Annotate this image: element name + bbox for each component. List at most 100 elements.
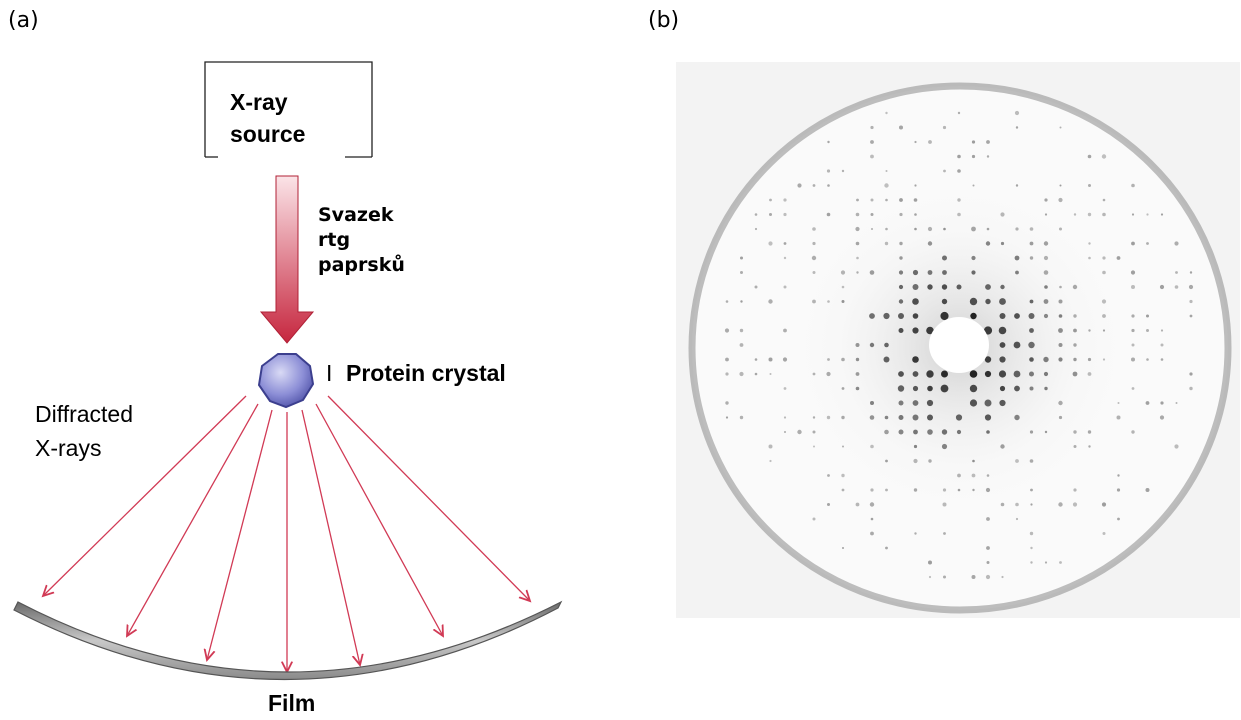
diffraction-spot bbox=[783, 387, 787, 390]
diffraction-spot bbox=[1131, 430, 1135, 434]
diffraction-spot bbox=[957, 488, 961, 492]
diffraction-spot bbox=[783, 256, 787, 260]
diffraction-spot bbox=[899, 212, 903, 217]
diffraction-spot bbox=[914, 184, 917, 187]
diffraction-spot bbox=[1030, 546, 1033, 550]
diffraction-spot bbox=[1131, 285, 1135, 289]
diffraction-spot bbox=[797, 183, 802, 188]
diffraction-spot bbox=[913, 444, 918, 449]
diffraction-spot bbox=[1029, 531, 1034, 536]
diffraction-spot bbox=[1029, 386, 1034, 391]
diffraction-spot bbox=[969, 370, 978, 378]
diffraction-spot bbox=[1014, 385, 1020, 392]
diffraction-spot bbox=[1160, 401, 1164, 405]
diffraction-spot bbox=[942, 125, 947, 130]
diffraction-spot bbox=[1146, 213, 1149, 216]
diffraction-spot bbox=[971, 140, 976, 144]
film-strip bbox=[13, 600, 563, 681]
diffraction-spot bbox=[1174, 444, 1179, 449]
diffraction-spot bbox=[1043, 270, 1049, 275]
diffraction-spot bbox=[971, 255, 976, 261]
diffraction-spot bbox=[972, 459, 975, 463]
diffraction-spot bbox=[1043, 241, 1049, 246]
diffraction-spot bbox=[1072, 371, 1078, 377]
diffraction-spot bbox=[1073, 328, 1077, 333]
diffraction-spot bbox=[812, 517, 816, 521]
diffraction-spot bbox=[1029, 299, 1034, 304]
diffraction-spot bbox=[1159, 415, 1165, 420]
diffraction-spot bbox=[913, 458, 918, 464]
diffraction-spot bbox=[783, 285, 787, 289]
diffraction-spot bbox=[885, 170, 888, 172]
diffraction-spot bbox=[1146, 242, 1149, 245]
diffraction-pattern-image bbox=[676, 62, 1240, 618]
diffraction-spot bbox=[1073, 213, 1077, 216]
diffraction-spot bbox=[1102, 358, 1106, 361]
incident-beam-arrow bbox=[259, 175, 315, 344]
diffraction-spot bbox=[899, 256, 903, 260]
diffraction-spot bbox=[999, 385, 1006, 392]
diffraction-spot bbox=[1189, 271, 1193, 274]
diffraction-spot bbox=[784, 431, 786, 433]
diffraction-spot bbox=[1029, 459, 1034, 463]
diffraction-spot bbox=[986, 430, 990, 434]
diffraction-spot bbox=[1189, 386, 1193, 391]
diffraction-spot bbox=[783, 212, 787, 217]
diffraction-spot bbox=[855, 357, 860, 362]
diffraction-spot bbox=[999, 399, 1006, 407]
diffraction-spot bbox=[769, 459, 772, 463]
diffraction-spot bbox=[984, 370, 992, 378]
diffraction-spot bbox=[986, 227, 990, 231]
diffraction-spot bbox=[1043, 313, 1049, 319]
diffraction-spot bbox=[841, 488, 845, 492]
diffraction-spot bbox=[1058, 343, 1063, 347]
diffraction-spot bbox=[1029, 227, 1034, 231]
diffraction-spot bbox=[986, 517, 990, 521]
diffraction-spot bbox=[927, 414, 933, 421]
diffraction-spot bbox=[1058, 197, 1063, 203]
diffraction-spot bbox=[840, 270, 846, 275]
diffraction-spot bbox=[940, 384, 949, 393]
diffraction-spot bbox=[841, 300, 845, 303]
diffraction-spot bbox=[739, 415, 744, 420]
diffraction-spot bbox=[1013, 341, 1021, 349]
diffracted-xrays-label: Diffracted X-rays bbox=[35, 401, 134, 461]
diffraction-spot bbox=[1043, 371, 1049, 377]
diffraction-spot bbox=[897, 385, 905, 392]
diffraction-spot bbox=[898, 284, 904, 290]
diffraction-spot bbox=[956, 284, 962, 290]
diffraction-spot bbox=[957, 169, 961, 173]
diffraction-spot bbox=[869, 415, 875, 420]
diffraction-spot bbox=[1131, 387, 1135, 390]
diffraction-spot bbox=[1087, 430, 1092, 434]
diffraction-spot bbox=[941, 370, 948, 378]
diffraction-spot bbox=[885, 111, 888, 115]
diffraction-spot bbox=[1130, 270, 1136, 275]
diffraction-spot bbox=[724, 328, 730, 333]
diffraction-spot bbox=[884, 183, 889, 188]
diffraction-spot bbox=[1000, 502, 1005, 507]
diffraction-spot bbox=[855, 212, 860, 217]
diffraction-spot bbox=[1030, 488, 1033, 492]
diffraction-spot bbox=[972, 184, 975, 187]
diffraction-spot bbox=[943, 575, 946, 579]
diffraction-spot bbox=[1030, 503, 1033, 506]
diffraction-spot bbox=[914, 532, 917, 535]
diffraction-spot bbox=[912, 400, 919, 406]
diffraction-spot bbox=[754, 227, 758, 231]
diffraction-spot bbox=[928, 140, 932, 144]
diffraction-spot bbox=[984, 399, 992, 407]
film-label: Film bbox=[268, 690, 316, 716]
diffraction-spot bbox=[1160, 329, 1164, 332]
diffraction-spot bbox=[1059, 285, 1062, 289]
diffraction-spot bbox=[970, 312, 977, 320]
diffraction-spot bbox=[856, 256, 859, 260]
diffraction-spot bbox=[1015, 126, 1019, 129]
diffraction-spot bbox=[870, 213, 874, 216]
diffraction-spot bbox=[1000, 284, 1005, 290]
diffraction-spot bbox=[1058, 415, 1063, 420]
diffraction-spot bbox=[927, 284, 933, 290]
diffraction-spot bbox=[870, 401, 874, 405]
diffraction-spot bbox=[869, 502, 875, 507]
diffraction-spot bbox=[1146, 314, 1149, 318]
